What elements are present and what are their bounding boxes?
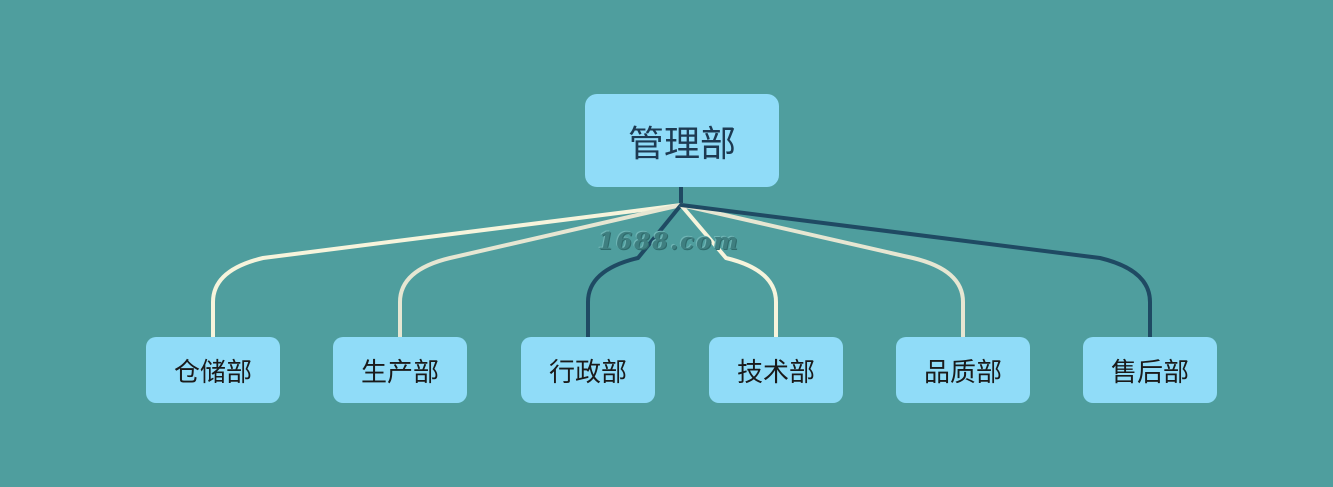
child-node-label: 品质部 bbox=[923, 357, 1002, 388]
child-node-label: 行政部 bbox=[548, 357, 627, 388]
connector-line bbox=[586, 203, 683, 339]
child-node-label: 售后部 bbox=[1110, 357, 1189, 388]
root-node[interactable]: 管理部 bbox=[585, 94, 779, 187]
watermark-text: 1688.com bbox=[598, 228, 740, 255]
child-node-production[interactable]: 生产部 bbox=[333, 337, 467, 403]
root-node-label: 管理部 bbox=[627, 123, 736, 165]
child-node-administration[interactable]: 行政部 bbox=[521, 337, 655, 403]
child-node-warehouse[interactable]: 仓储部 bbox=[146, 337, 280, 403]
child-node-quality[interactable]: 品质部 bbox=[896, 337, 1030, 403]
connector-line bbox=[679, 203, 1152, 339]
child-node-after-sales[interactable]: 售后部 bbox=[1083, 337, 1217, 403]
child-node-label: 生产部 bbox=[360, 357, 439, 388]
connector-line bbox=[211, 203, 683, 339]
child-node-technology[interactable]: 技术部 bbox=[709, 337, 843, 403]
child-node-label: 技术部 bbox=[736, 357, 815, 388]
connector-line bbox=[679, 203, 778, 339]
child-node-label: 仓储部 bbox=[173, 357, 252, 388]
connector-line bbox=[398, 203, 683, 339]
connector-line bbox=[679, 203, 965, 339]
